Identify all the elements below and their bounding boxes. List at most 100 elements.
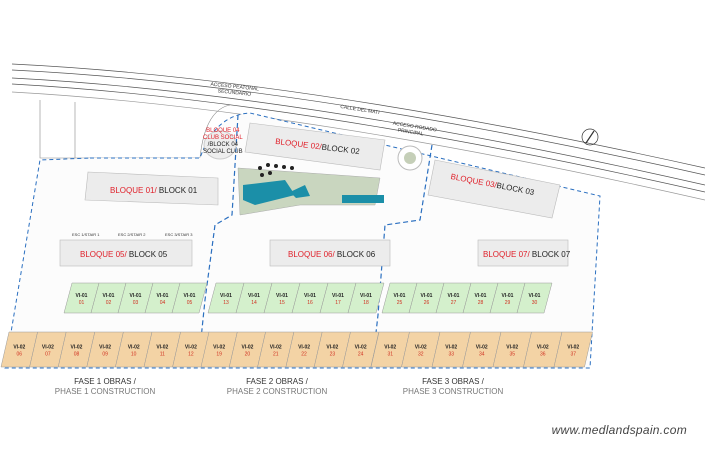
villa-type-label: VI-02 [445, 345, 457, 351]
phase-divider-1-2 [197, 114, 239, 369]
villa-number-label: 36 [540, 352, 546, 358]
villa-number-label: 01 [79, 300, 85, 306]
villa-type-label: VI-01 [529, 293, 541, 299]
block-07-label: BLOQUE 07/ BLOCK 07 [483, 250, 571, 259]
villa-number-label: 33 [448, 352, 454, 358]
villa-number-label: 26 [424, 300, 430, 306]
villa-type-label: VI-01 [248, 293, 260, 299]
villa-plot-shape [553, 331, 593, 368]
villa-type-label: VI-01 [276, 293, 288, 299]
villa-type-label: VI-02 [415, 345, 427, 351]
watermark: www.medlandspain.com [551, 423, 687, 437]
villa-number-label: 09 [102, 352, 108, 358]
roundabout [397, 145, 423, 171]
villa-number-label: 27 [451, 300, 457, 306]
villa-number-label: 32 [418, 352, 424, 358]
villa-type-label: VI-01 [304, 293, 316, 299]
villa-plot-shape [347, 282, 385, 314]
villa-type-label: VI-02 [384, 345, 396, 351]
apartment-buildings [59, 122, 569, 267]
block-06-label: BLOQUE 06/ BLOCK 06 [288, 250, 376, 259]
villa-type-label: VI-01 [502, 293, 514, 299]
villa-type-label: VI-01 [421, 293, 433, 299]
pool [342, 195, 384, 203]
villa-number-label: 18 [363, 300, 369, 306]
villa-type-label: VI-02 [156, 345, 168, 351]
stair-label: ESC 3/STAIR 3 [165, 232, 193, 237]
villa-type-label: VI-02 [355, 345, 367, 351]
villa-type-label: VI-02 [99, 345, 111, 351]
villa-plots: VI-0101VI-0102VI-0103VI-0104VI-0105VI-01… [0, 282, 593, 368]
villa-number-label: 14 [251, 300, 257, 306]
villa-type-label: VI-01 [220, 293, 232, 299]
villa-number-label: 19 [216, 352, 222, 358]
villa-type-label: VI-01 [130, 293, 142, 299]
road [11, 63, 705, 201]
villa-plot-shape [171, 282, 208, 314]
pool [243, 180, 295, 205]
villa-number-label: 20 [245, 352, 251, 358]
villa-number-label: 07 [45, 352, 51, 358]
villa-type-label: VI-01 [448, 293, 460, 299]
villa-type-label: VI-02 [241, 345, 253, 351]
villa-number-label: 25 [397, 300, 403, 306]
villa-number-label: 11 [160, 352, 165, 358]
villa-type-label: VI-02 [71, 345, 83, 351]
villa-plot-shape [516, 282, 553, 314]
villa-type-label: VI-01 [475, 293, 487, 299]
villa-type-label: VI-02 [42, 345, 54, 351]
villa-number-label: 21 [273, 352, 279, 358]
villa-number-label: 17 [335, 300, 341, 306]
block-01-label: BLOQUE 01/ BLOCK 01 [110, 186, 198, 195]
villa-number-label: 16 [307, 300, 313, 306]
villa-type-label: VI-02 [298, 345, 310, 351]
villa-type-label: VI-01 [184, 293, 196, 299]
garden-area [237, 167, 381, 216]
villa-number-label: 22 [301, 352, 307, 358]
villa-type-label: VI-01 [157, 293, 169, 299]
villa-type-label: VI-01 [360, 293, 372, 299]
villa-number-label: 30 [532, 300, 538, 306]
stair-label: ESC 2/STAIR 2 [118, 232, 146, 237]
social-club-building [203, 130, 237, 160]
villa-number-label: 03 [133, 300, 139, 306]
villa-number-label: 04 [160, 300, 166, 306]
villa-number-label: 28 [478, 300, 484, 306]
phase-3-label: FASE 3 OBRAS /PHASE 3 CONSTRUCTION [402, 377, 504, 396]
phase-1-label: FASE 1 OBRAS /PHASE 1 CONSTRUCTION [54, 377, 156, 396]
trees [258, 163, 294, 177]
villa-number-label: 24 [358, 352, 364, 358]
phase-2-label: FASE 2 OBRAS /PHASE 2 CONSTRUCTION [226, 377, 328, 396]
villa-number-label: 35 [509, 352, 515, 358]
villa-type-label: VI-02 [213, 345, 225, 351]
villa-number-label: 08 [74, 352, 80, 358]
villa-type-label: VI-02 [537, 345, 549, 351]
villa-number-label: 37 [570, 352, 576, 358]
villa-number-label: 23 [330, 352, 336, 358]
villa-type-label: VI-02 [13, 345, 25, 351]
villa-number-label: 02 [106, 300, 112, 306]
villa-type-label: VI-01 [394, 293, 406, 299]
villa-type-label: VI-01 [332, 293, 344, 299]
villa-number-label: 10 [131, 352, 137, 358]
villa-type-label: VI-02 [506, 345, 518, 351]
villa-number-label: 13 [223, 300, 229, 306]
villa-number-label: 34 [479, 352, 485, 358]
villa-number-label: 06 [17, 352, 23, 358]
villa-type-label: VI-02 [476, 345, 488, 351]
